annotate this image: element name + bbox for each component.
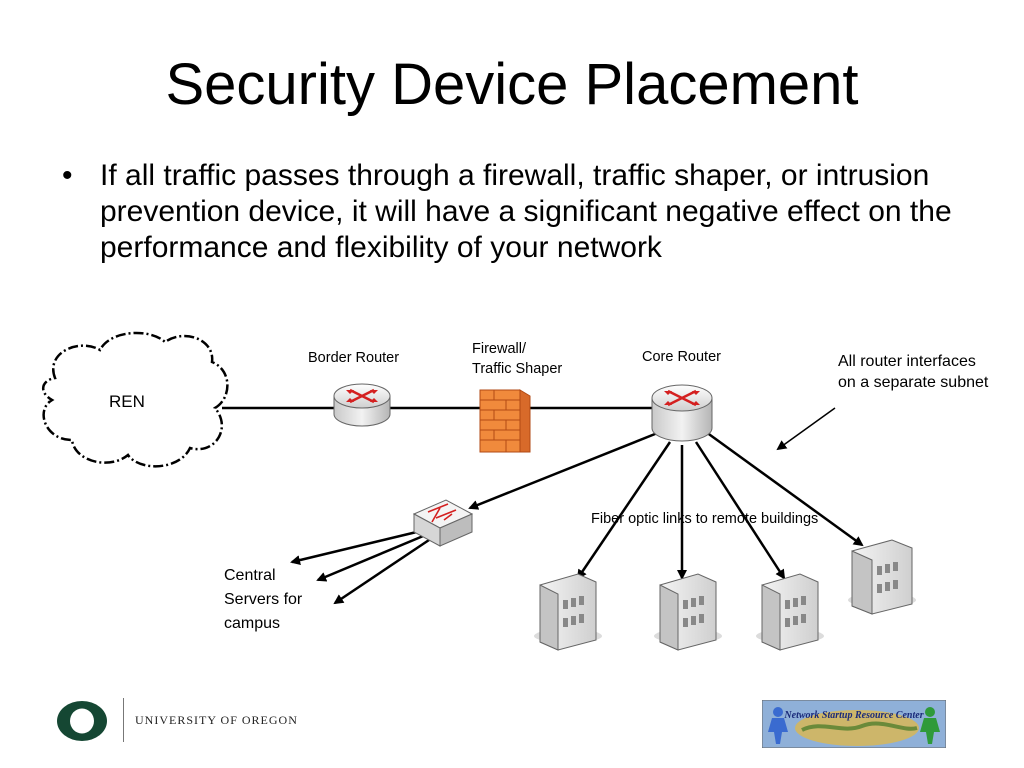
core-router-icon	[651, 384, 713, 442]
link-switch-server-1	[290, 528, 426, 565]
note-pointer-arrow	[776, 407, 836, 451]
university-name: UNIVERSITY OF OREGON	[135, 713, 298, 727]
person-left-icon	[768, 707, 788, 744]
oregon-o-logo	[57, 701, 107, 741]
building-icon-2	[654, 573, 722, 651]
core-router-label: Core Router	[642, 349, 721, 365]
servers-label-line1: Central	[224, 567, 276, 584]
link-core-building-4	[705, 430, 864, 547]
border-router-icon	[333, 383, 391, 427]
footer-divider	[123, 698, 124, 742]
nsrc-logo: Network Startup Resource Center	[762, 700, 946, 748]
person-right-icon	[920, 707, 940, 744]
border-router-label: Border Router	[308, 350, 400, 366]
slide-title: Security Device Placement	[165, 52, 859, 117]
firewall-icon	[479, 389, 531, 453]
servers-label-line2: Servers for	[224, 591, 303, 608]
link-switch-server-3	[333, 536, 433, 605]
ren-label: REN	[109, 392, 145, 411]
servers-label-line3: campus	[224, 615, 281, 632]
firewall-label-line2: Traffic Shaper	[472, 361, 563, 377]
switch-icon	[412, 499, 474, 547]
link-core-switch	[468, 430, 661, 510]
building-icon-3	[756, 573, 824, 651]
ren-cloud	[42, 331, 229, 468]
link-switch-server-2	[316, 532, 429, 582]
bullet-text: If all traffic passes through a firewall…	[100, 159, 952, 264]
router-note: All router interfaces on a separate subn…	[838, 353, 989, 391]
bullet-dot: •	[62, 159, 73, 192]
link-core-building-3	[694, 441, 786, 580]
fiber-label: Fiber optic links to remote buildings	[591, 511, 819, 527]
link-core-building-1	[576, 441, 672, 580]
firewall-label-line1: Firewall/	[472, 341, 526, 357]
building-icon-1	[534, 573, 602, 651]
svg-text:Network Startup Resource Cente: Network Startup Resource Center	[783, 710, 923, 721]
building-icon-4	[848, 539, 916, 615]
